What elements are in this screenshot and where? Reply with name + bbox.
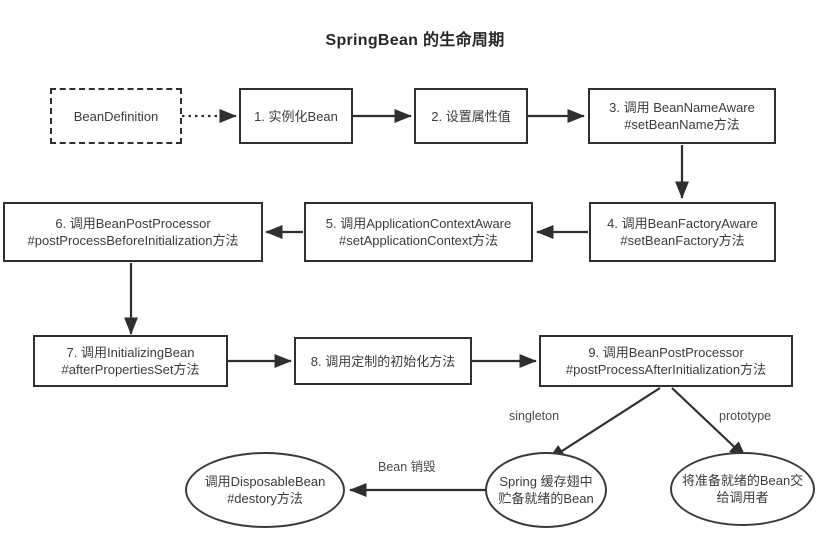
edge-step9-to-singleton bbox=[547, 387, 661, 461]
node-disposable-bean-destroy: 调用DisposableBean #destory方法 bbox=[185, 452, 345, 528]
page-title: SpringBean 的生命周期 bbox=[325, 32, 505, 49]
node-step3-bean-name-aware: 3. 调用 BeanNameAware #setBeanName方法 bbox=[588, 88, 776, 144]
node-prototype-handoff: 将准备就绪的Bean交 给调用者 bbox=[670, 452, 815, 526]
node-step2-set-properties: 2. 设置属性值 bbox=[414, 88, 528, 144]
edge-step9-to-prototype bbox=[671, 387, 747, 459]
node-step9-post-process-after-init: 9. 调用BeanPostProcessor #postProcessAfter… bbox=[539, 335, 793, 387]
edge-label-singleton: singleton bbox=[509, 409, 560, 423]
node-step4-bean-factory-aware: 4. 调用BeanFactoryAware #setBeanFactory方法 bbox=[589, 202, 776, 262]
node-step8-custom-init-method: 8. 调用定制的初始化方法 bbox=[294, 337, 472, 385]
node-step7-initializing-bean: 7. 调用InitializingBean #afterPropertiesSe… bbox=[33, 335, 228, 387]
edge-label-prototype: prototype bbox=[719, 409, 772, 423]
node-step6-post-process-before-init: 6. 调用BeanPostProcessor #postProcessBefor… bbox=[3, 202, 263, 262]
node-singleton-cache: Spring 缓存翅中 贮备就绪的Bean bbox=[485, 452, 607, 528]
node-step1-instantiate-bean: 1. 实例化Bean bbox=[239, 88, 353, 144]
node-step5-application-context-aware: 5. 调用ApplicationContextAware #setApplica… bbox=[304, 202, 533, 262]
node-bean-definition: BeanDefinition bbox=[50, 88, 182, 144]
edge-label-bean-destroy: Bean 销毁 bbox=[378, 460, 436, 474]
